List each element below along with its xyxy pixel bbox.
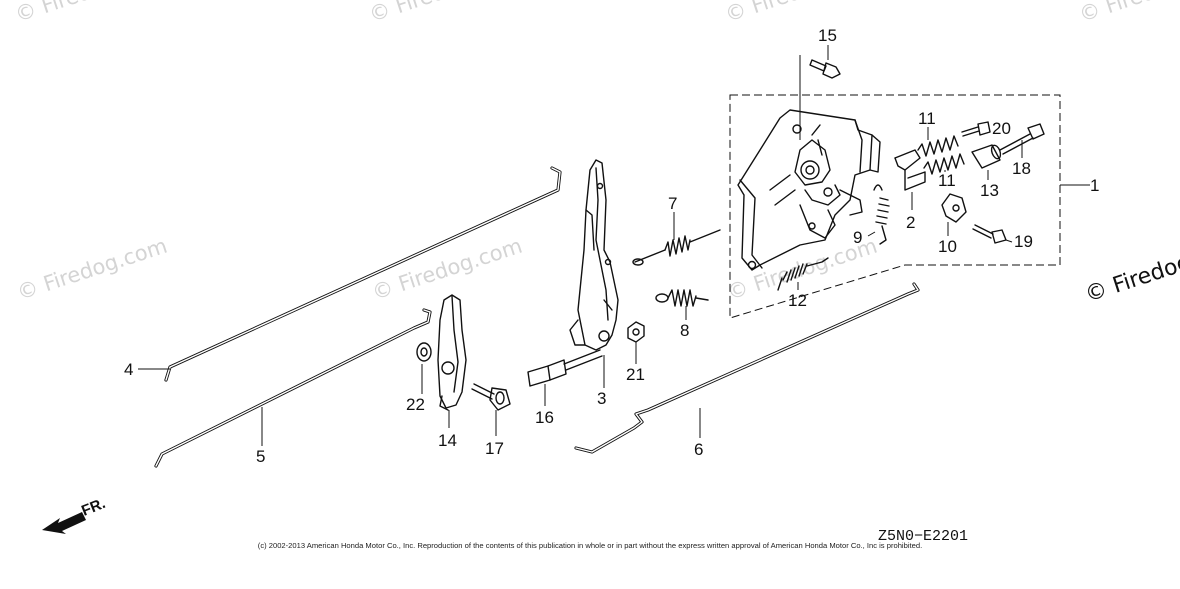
watermark-center: © Firedog.com (369, 234, 525, 305)
watermark-top-2: © Firedog.com (366, 0, 522, 27)
front-direction-label: FR. (79, 495, 108, 520)
assembly-boundary (729, 94, 1061, 319)
callout-10[interactable]: 10 (938, 237, 957, 256)
part-5-rod (154, 308, 432, 468)
callout-6[interactable]: 6 (694, 440, 703, 459)
callout-14[interactable]: 14 (438, 431, 457, 450)
watermark-left: © Firedog.com (14, 234, 170, 305)
callout-9[interactable]: 9 (853, 228, 862, 247)
callout-11-upper[interactable]: 11 (918, 109, 936, 128)
part-7-spring (632, 229, 721, 266)
part-15-flange-bolt (809, 59, 841, 79)
watermark-top-4: © Firedog.com (1076, 0, 1180, 27)
callout-18[interactable]: 18 (1012, 159, 1031, 178)
callout-4[interactable]: 4 (124, 360, 133, 379)
part-10-clip (941, 193, 967, 223)
callout-2[interactable]: 2 (906, 213, 915, 232)
callout-21[interactable]: 21 (626, 365, 645, 384)
watermark-top-1: © Firedog.com (12, 0, 168, 27)
callout-16[interactable]: 16 (535, 408, 554, 427)
part-8-spring (655, 289, 709, 307)
callout-3[interactable]: 3 (597, 389, 606, 408)
callout-5[interactable]: 5 (256, 447, 265, 466)
diagram-code: Z5N0−E2201 (878, 528, 968, 545)
leader-9 (867, 231, 876, 237)
callout-7[interactable]: 7 (668, 194, 677, 213)
callout-22[interactable]: 22 (406, 395, 425, 414)
part-20-screw (961, 121, 991, 137)
part-17-flange-bolt (471, 383, 511, 411)
part-9-spring (873, 184, 890, 245)
part-22-washer (416, 342, 432, 362)
part-6-rod (574, 282, 920, 454)
callout-11-lower[interactable]: 11 (938, 171, 956, 190)
callout-8[interactable]: 8 (680, 321, 689, 340)
callout-13[interactable]: 13 (980, 181, 999, 200)
watermark-right-edge: © Firedog (1082, 250, 1180, 308)
part-18-bolt (999, 123, 1045, 155)
callout-17[interactable]: 17 (485, 439, 504, 458)
part-4-rod (164, 166, 562, 382)
part-21-nut (627, 321, 645, 343)
callout-20[interactable]: 20 (992, 119, 1011, 138)
part-3-control-lever (569, 159, 619, 351)
part-16-flat-bolt (527, 349, 603, 387)
part-11-springs (917, 135, 965, 175)
watermark-group: © Firedog.com © Firedog.com © Firedog.co… (12, 0, 1180, 308)
copyright-notice: (c) 2002-2013 American Honda Motor Co., … (258, 541, 922, 550)
callout-19[interactable]: 19 (1014, 232, 1033, 251)
callout-1[interactable]: 1 (1090, 176, 1099, 195)
part-19-bolt (972, 224, 1007, 244)
front-direction-arrow-icon: FR. (42, 495, 108, 534)
part-14-bracket (437, 294, 467, 411)
callout-15[interactable]: 15 (818, 26, 837, 45)
part-1-control-base (737, 109, 881, 271)
leader-19 (1005, 239, 1013, 243)
part-13-collar (971, 144, 1002, 169)
part-12-spring (777, 257, 829, 291)
part-2-plate (894, 149, 926, 191)
callout-12[interactable]: 12 (788, 291, 807, 310)
watermark-top-3: © Firedog.com (722, 0, 878, 27)
